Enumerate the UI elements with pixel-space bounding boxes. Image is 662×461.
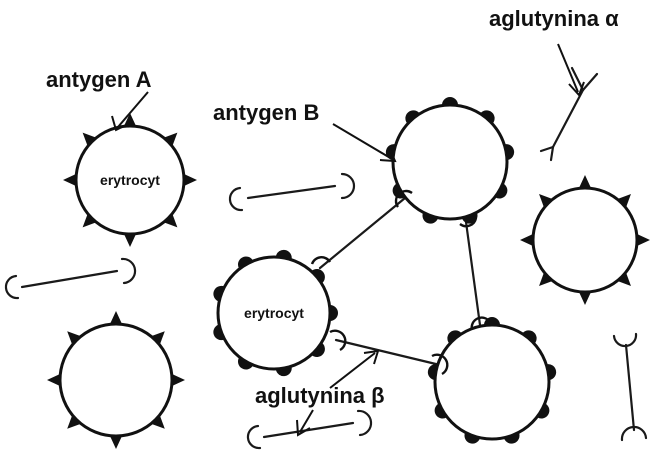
label-antigen-a: antygen A bbox=[46, 67, 152, 92]
free-agglutinin-beta-1 bbox=[228, 172, 356, 212]
free-agglutinin-beta-vertical bbox=[612, 332, 648, 442]
erythrocyte-antigen-b-top bbox=[384, 97, 516, 226]
erythrocyte-antigen-a-right bbox=[520, 175, 650, 305]
erythrocyte-antigen-a-topleft bbox=[63, 113, 197, 247]
erythrocyte-label-topleft: erytrocyt bbox=[100, 172, 160, 188]
label-antigen-b: antygen B bbox=[213, 100, 319, 125]
label-agglutinin-alpha: aglutynina α bbox=[489, 6, 619, 31]
bound-agglutinin-cups bbox=[310, 189, 491, 376]
erythrocyte-antigen-b-middle bbox=[211, 248, 338, 378]
erythrocyte-label-middle: erytrocyt bbox=[244, 305, 304, 321]
free-agglutinin-beta-2 bbox=[4, 257, 137, 300]
free-agglutinin-alpha bbox=[539, 66, 599, 162]
label-agglutinin-beta: aglutynina β bbox=[255, 383, 385, 408]
erythrocyte-antigen-b-bottom bbox=[426, 317, 558, 446]
erythrocyte-antigen-a-bottomleft bbox=[47, 311, 185, 449]
agglutinin-bridges bbox=[318, 196, 482, 367]
label-arrows bbox=[111, 43, 585, 437]
